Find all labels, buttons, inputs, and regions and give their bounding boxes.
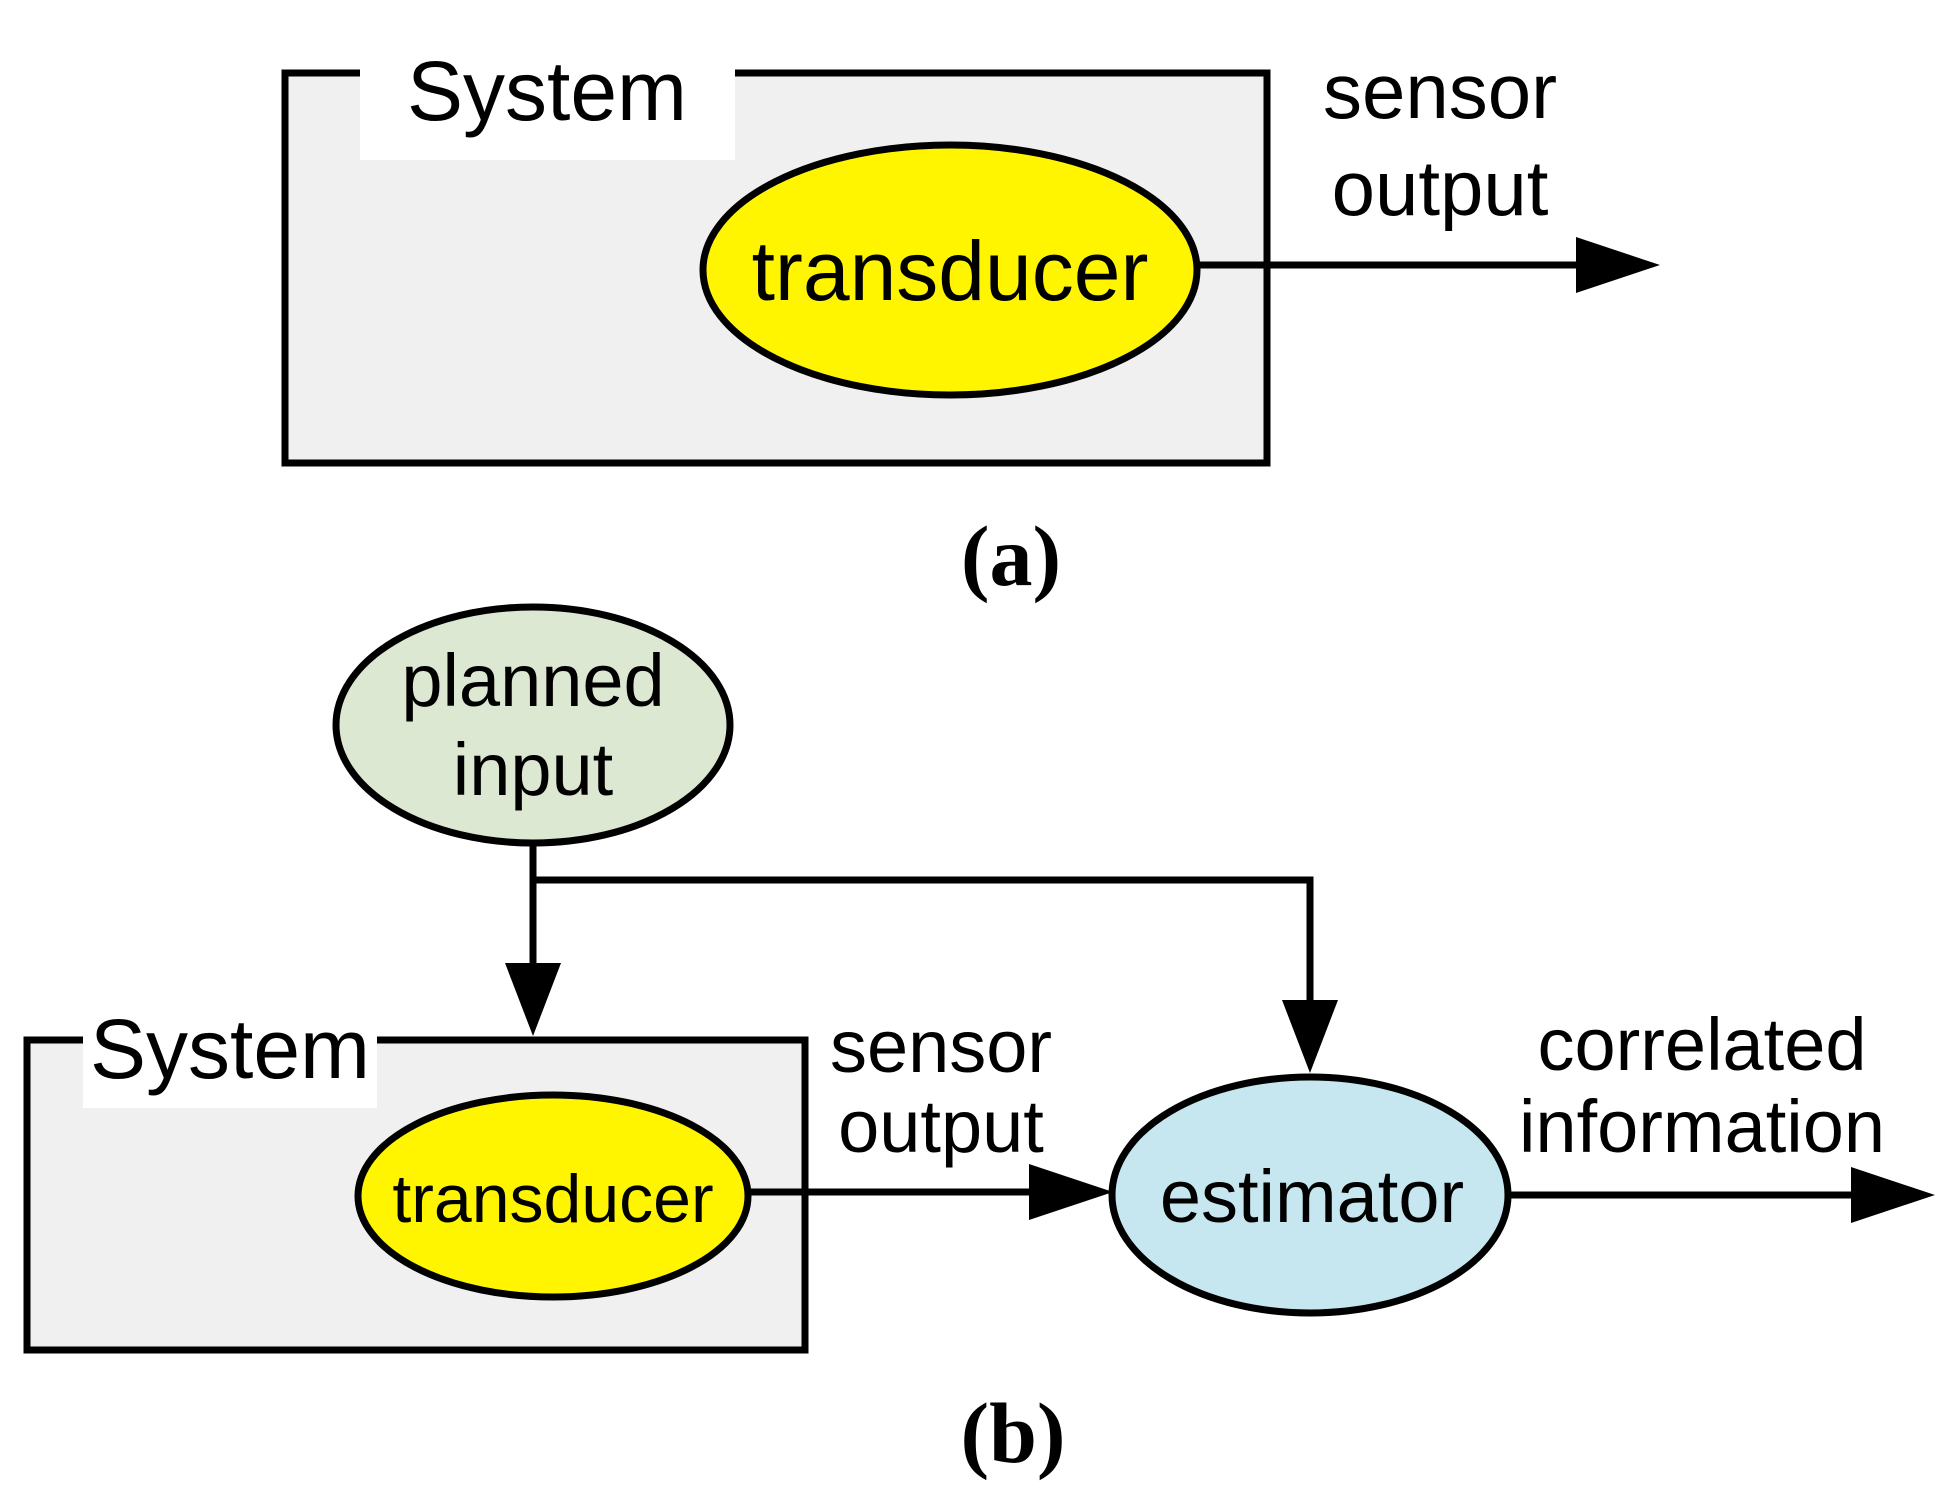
planned-input-label-line1: planned — [401, 639, 664, 722]
sensor-output-arrowhead-b — [1029, 1164, 1113, 1220]
planned-input-to-system-arrowhead — [505, 963, 561, 1036]
correlated-information-label-line1: correlated — [1537, 1003, 1866, 1086]
correlated-information-label-line2: information — [1519, 1085, 1885, 1168]
transducer-node-b — [354, 1091, 752, 1301]
sensor-output-label-b-line1: sensor — [830, 1005, 1052, 1088]
system-box-b-label: System — [90, 1002, 370, 1096]
transducer-node-a — [699, 141, 1201, 399]
planned-input-label-line2: input — [453, 728, 614, 811]
sensor-output-label-b-line2: output — [838, 1085, 1044, 1168]
sensor-output-label-a-line1: sensor — [1323, 47, 1557, 135]
estimator-label: estimator — [1160, 1155, 1464, 1238]
transducer-label-b: transducer — [392, 1161, 713, 1237]
system-box-b-label-patch — [83, 988, 377, 1108]
caption-b: (b) — [960, 1385, 1065, 1481]
planned-input-to-estimator-arrowhead — [1282, 1000, 1338, 1073]
caption-a: (a) — [961, 508, 1061, 604]
system-box-a-label: System — [407, 44, 687, 138]
transducer-label-a: transducer — [752, 224, 1149, 318]
estimator-node — [1108, 1073, 1512, 1317]
correlated-information-arrowhead — [1851, 1167, 1935, 1223]
planned-input-to-estimator-line — [530, 876, 1314, 1000]
sensor-output-label-a-line2: output — [1332, 144, 1549, 232]
planned-input-node — [332, 603, 734, 847]
system-box-a-label-patch — [360, 28, 735, 160]
sensor-output-arrowhead-a — [1576, 237, 1660, 293]
